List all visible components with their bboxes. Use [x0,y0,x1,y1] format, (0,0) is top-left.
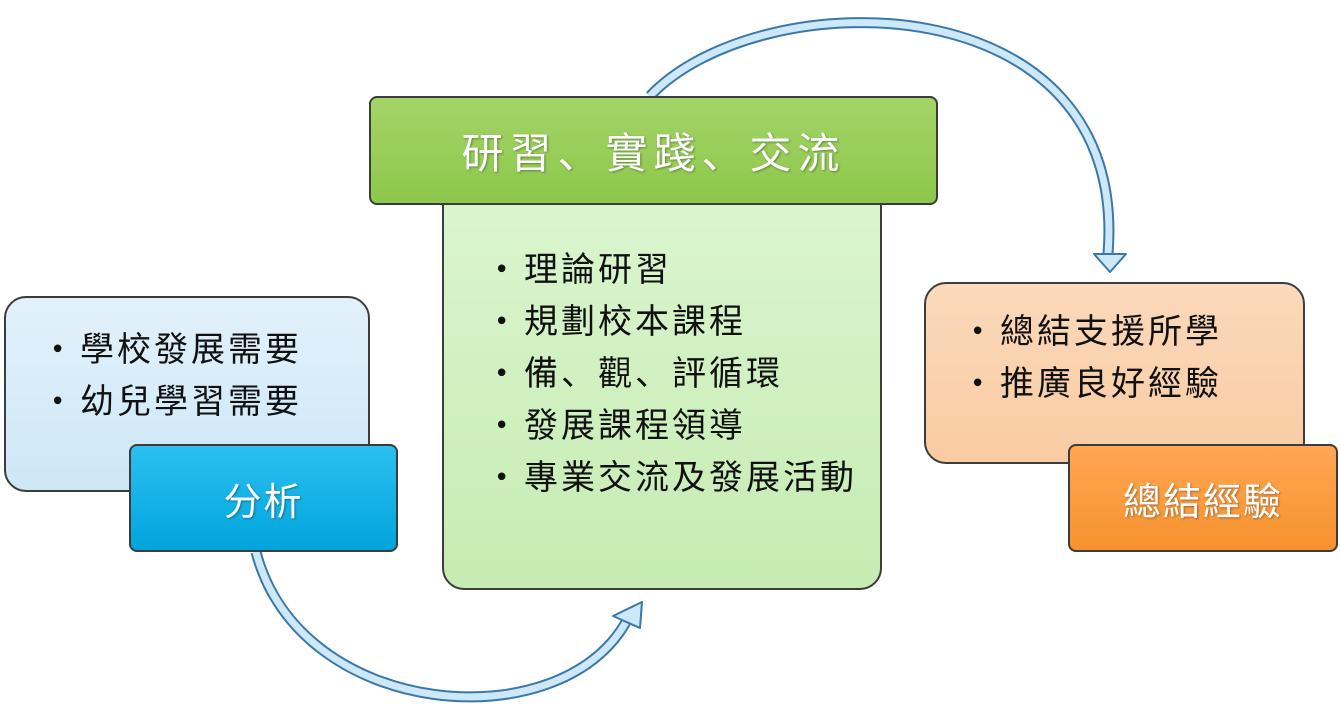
summary-label: 總結經驗 [1068,444,1338,552]
practice-label: 研習、實踐、交流 [369,96,938,205]
practice-item-list: 理論研習 規劃校本課程 備、觀、評循環 發展課程領導 專業交流及發展活動 [490,244,870,504]
summary-content-box: 總結支援所學 推廣良好經驗 [924,282,1305,464]
summary-item-list: 總結支援所學 推廣良好經驗 [966,306,1222,410]
practice-item: 規劃校本課程 [490,296,870,348]
summary-item: 推廣良好經驗 [966,358,1222,410]
practice-item: 理論研習 [490,244,870,296]
analysis-item-list: 學校發展需要 幼兒學習需要 [46,324,302,428]
analysis-item: 幼兒學習需要 [46,376,302,428]
practice-content-box: 理論研習 規劃校本課程 備、觀、評循環 發展課程領導 專業交流及發展活動 [442,180,882,590]
analysis-label: 分析 [129,444,398,552]
analysis-item: 學校發展需要 [46,324,302,376]
practice-item: 發展課程領導 [490,400,870,452]
summary-item: 總結支援所學 [966,306,1222,358]
arrow-practice-to-summary [646,17,1127,273]
practice-item: 備、觀、評循環 [490,348,870,400]
arrow-analysis-to-practice [250,550,643,703]
practice-item: 專業交流及發展活動 [490,452,870,504]
